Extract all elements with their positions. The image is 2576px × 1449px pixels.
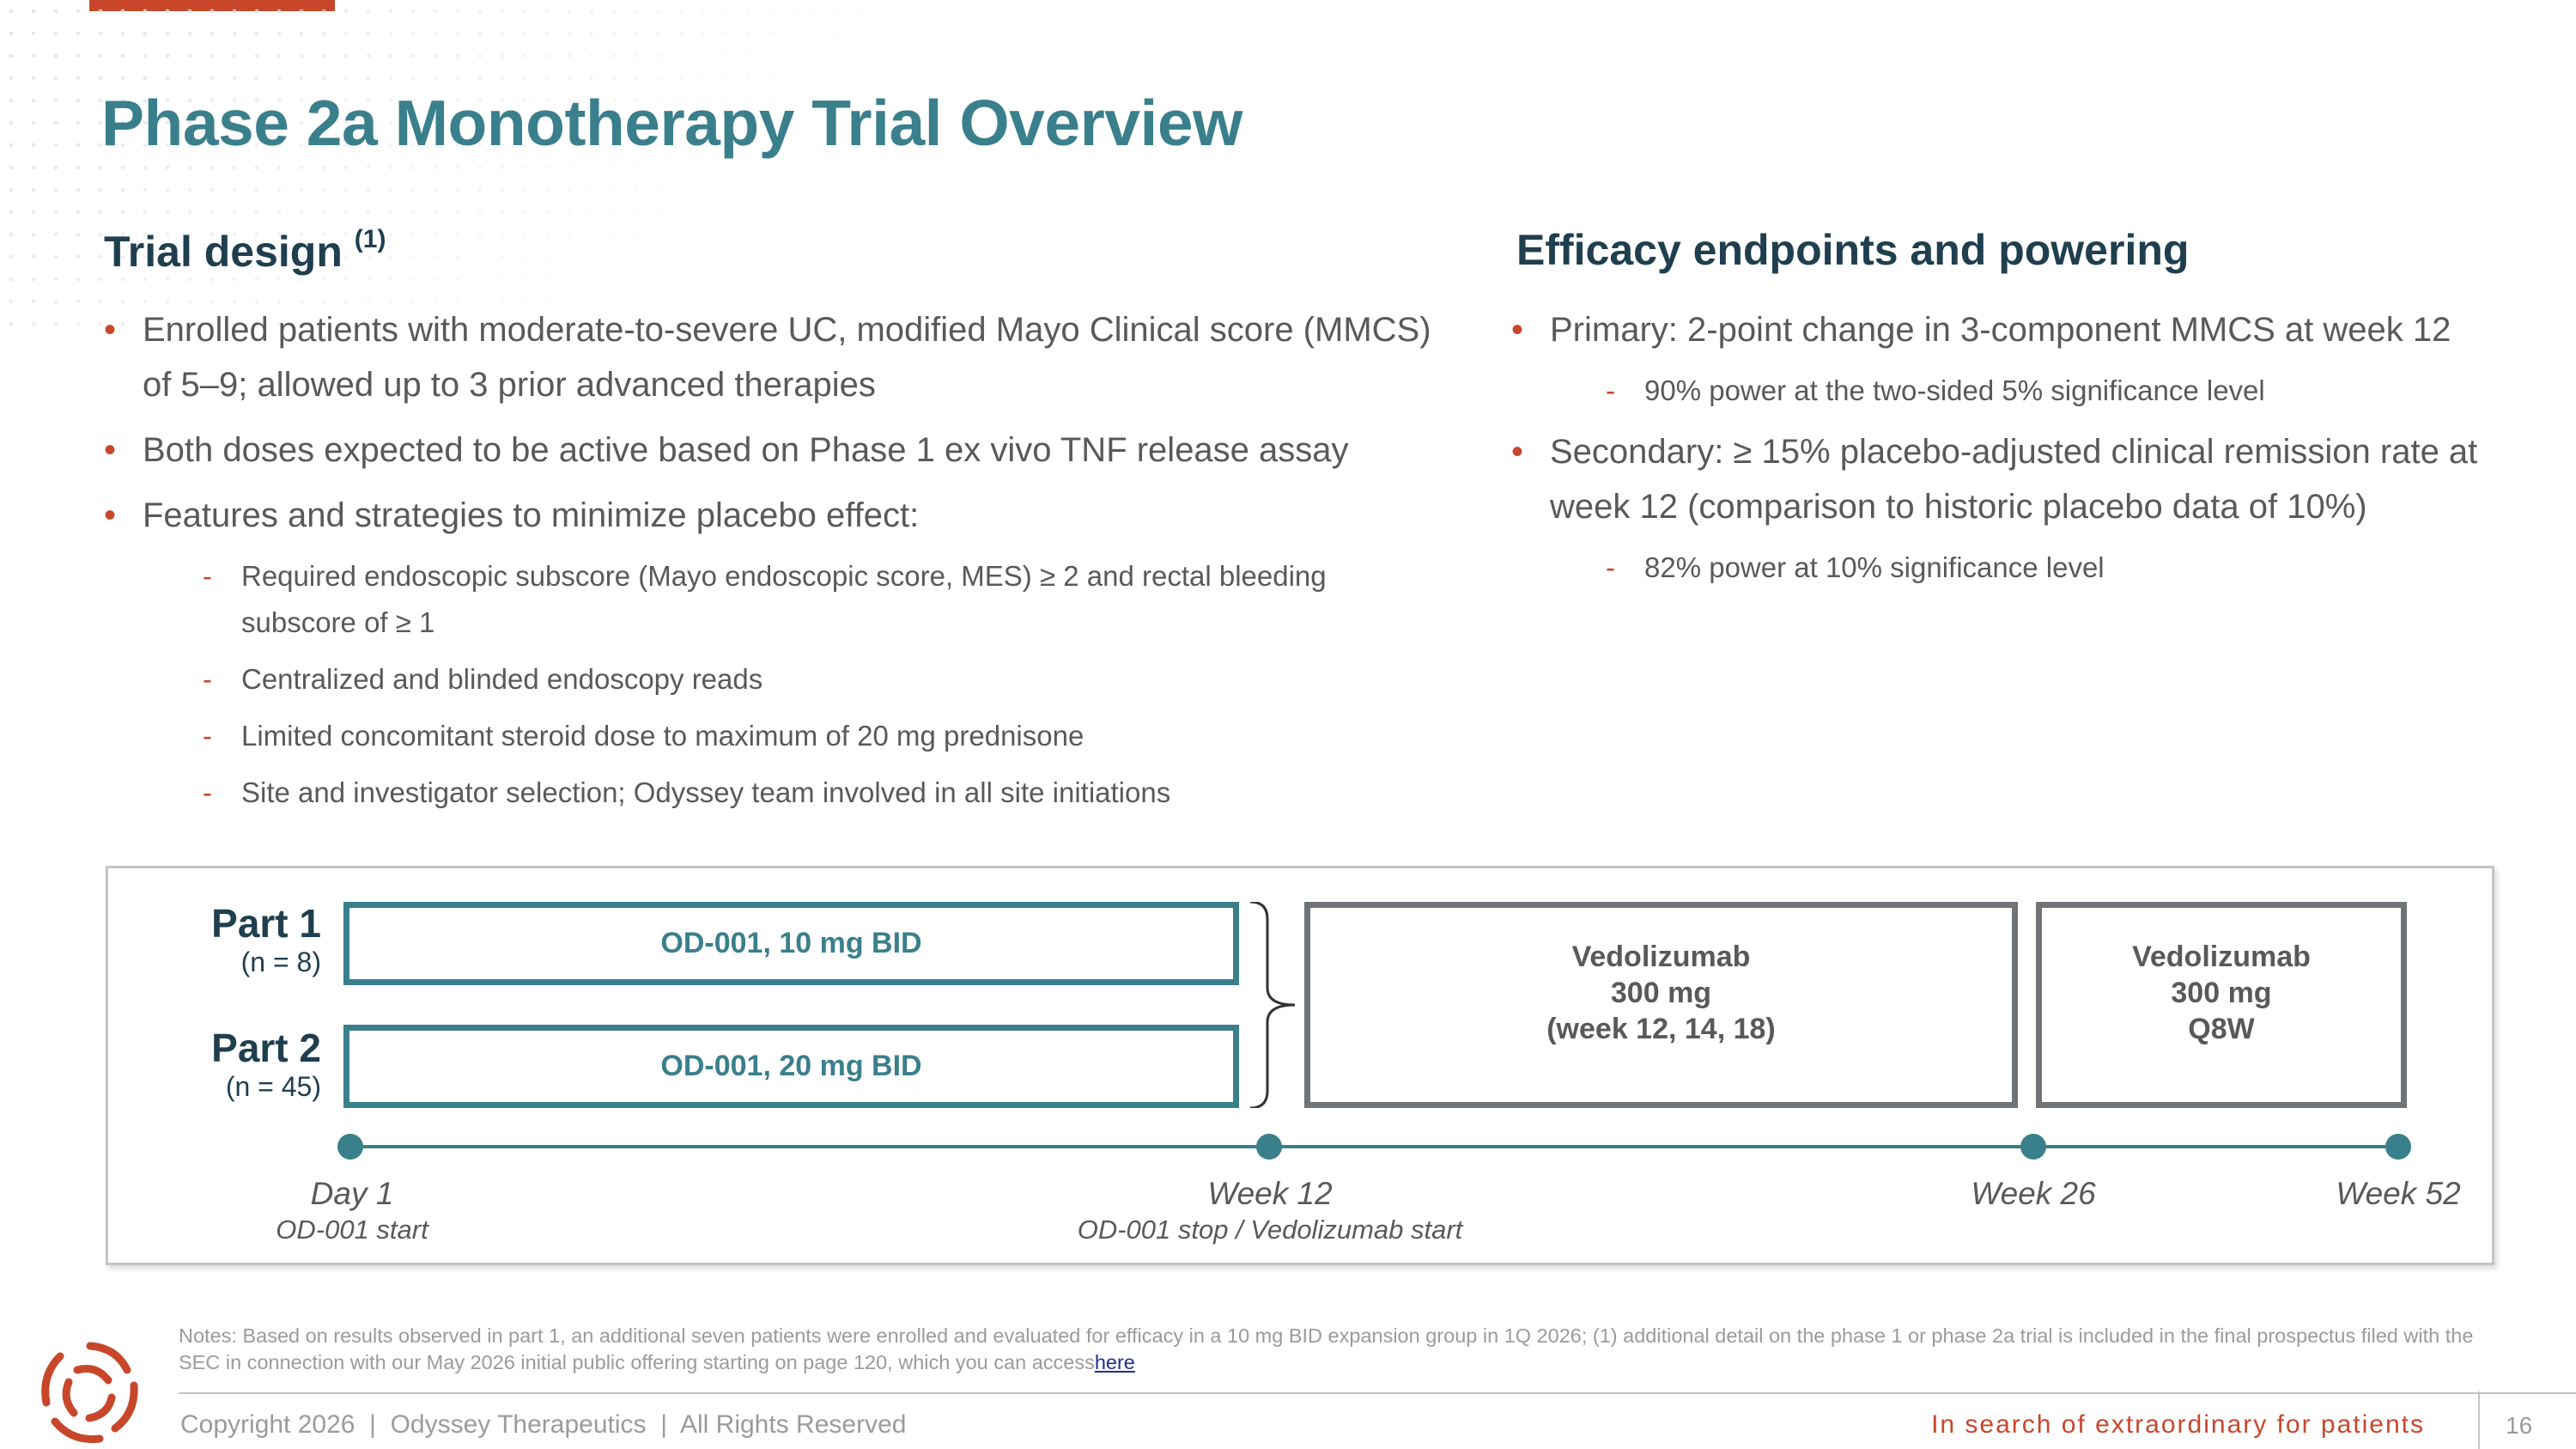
footnotes-text: Notes: Based on results observed in part… [179,1324,2474,1373]
part1-name: Part 1 [211,901,321,946]
trial-design-heading: Trial design (1) [104,225,386,277]
timeline-label-week52: Week 52 [2336,1175,2460,1213]
trial-sub-bullet: Limited concomitant steroid dose to maxi… [104,713,1443,759]
part2-label: Part 2 (n = 45) [98,1026,321,1104]
curly-brace-icon [1249,902,1296,1108]
efficacy-primary: Primary: 2-point change in 3-component M… [1511,302,2507,357]
part1-dose-box: OD-001, 10 mg BID [343,902,1239,985]
trial-sub-bullet: Site and investigator selection; Odyssey… [104,770,1443,816]
dot-pattern-decoration [0,0,893,326]
trial-sub-bullet: Centralized and blinded endoscopy reads [104,656,1443,703]
trial-design-footnote-ref: (1) [354,225,386,253]
timeline-day1-title: Day 1 [310,1176,394,1211]
part1-n: (n = 8) [240,947,321,977]
trial-bullet: Features and strategies to minimize plac… [104,488,1443,543]
trial-bullet: Enrolled patients with moderate-to-sever… [104,302,1443,412]
part2-name: Part 2 [211,1026,321,1070]
part2-dose-box: OD-001, 20 mg BID [343,1025,1239,1108]
efficacy-primary-sub: 90% power at the two-sided 5% significan… [1511,368,2507,414]
timeline-day1-sub: OD-001 start [276,1215,428,1245]
timeline-label-day1: Day 1 OD-001 start [276,1175,428,1247]
footer-tagline: In search of extraordinary for patients [1931,1410,2425,1439]
part1-dose-label: OD-001, 10 mg BID [660,927,922,959]
trial-bullet: Both doses expected to be active based o… [104,423,1443,478]
trial-design-heading-text: Trial design [104,228,343,276]
efficacy-secondary: Secondary: ≥ 15% placebo-adjusted clinic… [1511,424,2507,534]
timeline-week26-title: Week 26 [1971,1176,2096,1211]
timeline-dot-day1 [337,1134,363,1160]
part2-n: (n = 45) [225,1071,321,1102]
timeline-week12-sub: OD-001 stop / Vedolizumab start [1077,1215,1463,1245]
footnotes: Notes: Based on results observed in part… [179,1323,2497,1376]
timeline-label-week12: Week 12 OD-001 stop / Vedolizumab start [1078,1175,1463,1247]
footer-copyright: Copyright 2026 | Odyssey Therapeutics | … [180,1410,907,1439]
footer-divider [2478,1391,2480,1449]
footer-rule [179,1392,2576,1394]
page-number: 16 [2506,1412,2533,1439]
trial-sub-bullet: Required endoscopic subscore (Mayo endos… [104,553,1443,646]
timeline-week52-title: Week 52 [2336,1176,2461,1211]
timeline-dot-week52 [2385,1134,2411,1160]
page-title: Phase 2a Monotherapy Trial Overview [101,87,1242,159]
timeline-label-week26: Week 26 [1971,1175,2095,1213]
part1-label: Part 1 (n = 8) [98,902,321,979]
timeline [337,1134,2411,1160]
trial-diagram-frame [106,866,2494,1265]
efficacy-bullets: Primary: 2-point change in 3-component M… [1511,302,2507,601]
timeline-dot-week12 [1256,1134,1282,1160]
trial-design-bullets: Enrolled patients with moderate-to-sever… [104,302,1443,826]
prospectus-link[interactable]: here [1094,1351,1135,1373]
part2-dose-label: OD-001, 20 mg BID [660,1050,922,1082]
timeline-week12-title: Week 12 [1207,1176,1333,1211]
efficacy-secondary-sub: 82% power at 10% significance level [1511,545,2507,591]
timeline-dot-week26 [2020,1134,2046,1160]
odyssey-swirl-logo-icon [41,1342,138,1444]
vedolizumab-induction-box: Vedolizumab 300 mg (week 12, 14, 18) [1304,902,2018,1108]
efficacy-heading: Efficacy endpoints and powering [1516,226,2190,274]
vedolizumab-maintenance-box: Vedolizumab 300 mg Q8W [2036,902,2407,1108]
